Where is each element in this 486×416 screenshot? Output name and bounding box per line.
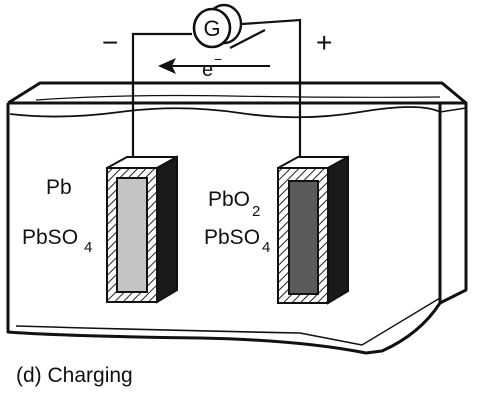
right-electrode-side xyxy=(327,155,349,305)
tank-front-face xyxy=(6,103,442,355)
left-label-line2: PbSO xyxy=(22,226,78,249)
figure-caption: (d) Charging xyxy=(16,364,133,387)
liquid-line-front xyxy=(9,106,441,119)
left-label-line1: Pb xyxy=(46,176,72,199)
liquid-line-back xyxy=(35,94,441,101)
tank-bottom-edge xyxy=(15,325,363,346)
electron-charge: − xyxy=(214,51,222,67)
left-electrode-plate xyxy=(116,177,148,293)
tank xyxy=(6,81,468,355)
wire-positive xyxy=(241,18,302,168)
wire-negative xyxy=(131,32,192,178)
galvanometer-label: G xyxy=(203,16,220,41)
electron-label: e xyxy=(202,59,213,81)
left-electrode xyxy=(106,155,178,304)
right-label-line1: PbO xyxy=(208,188,250,211)
external-circuit xyxy=(131,18,302,178)
galvanometer: G xyxy=(192,3,243,49)
right-label-line2-sub: 4 xyxy=(262,239,270,256)
tank-bottom-inner xyxy=(361,297,441,346)
galvanometer-face xyxy=(192,7,232,49)
electron-flow-arrow xyxy=(158,58,270,74)
right-electrode-plate xyxy=(288,180,319,295)
negative-terminal-sign: − xyxy=(102,27,118,58)
galvanometer-lead xyxy=(229,29,266,49)
arrow-head xyxy=(158,58,176,74)
tank-back-rim xyxy=(7,81,467,105)
left-electrode-side xyxy=(156,155,178,304)
liquid-line-side xyxy=(439,107,467,113)
electrolyte-surface xyxy=(9,94,467,119)
right-label-line2: PbSO xyxy=(204,226,260,249)
tank-side-face xyxy=(439,101,468,305)
left-label-line2-sub: 4 xyxy=(84,239,92,256)
right-electrode xyxy=(277,155,349,305)
right-label-line1-sub: 2 xyxy=(252,203,260,220)
positive-terminal-sign: + xyxy=(316,27,332,58)
